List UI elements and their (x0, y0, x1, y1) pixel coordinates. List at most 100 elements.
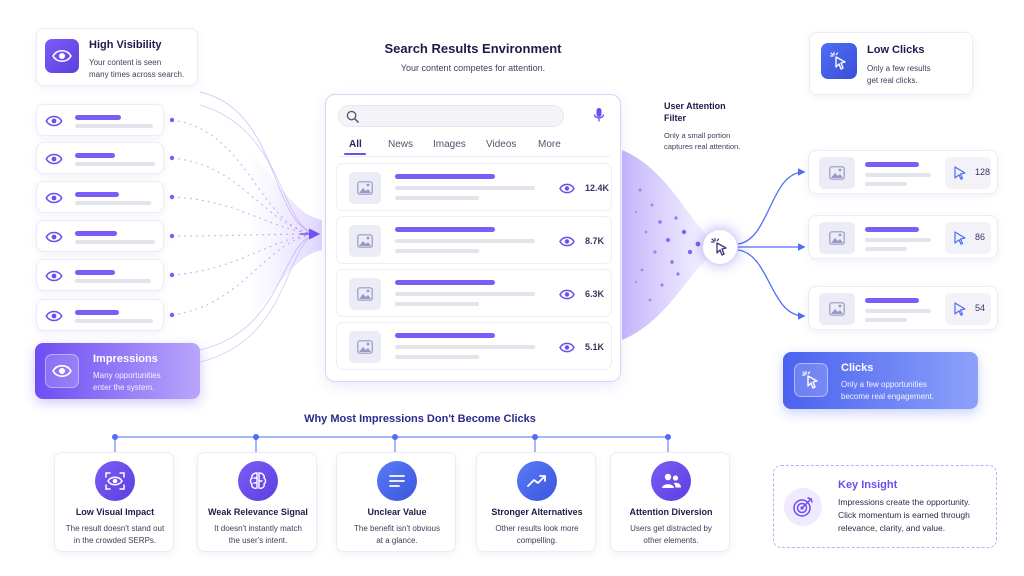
result-desc-bar (865, 173, 931, 177)
eye-icon (559, 342, 575, 353)
eye-icon (45, 192, 63, 204)
click-result-row[interactable]: 54 (808, 286, 998, 330)
row-bar-primary (75, 115, 121, 120)
click-count: 86 (975, 232, 986, 242)
impressions-card: Impressions Many opportunities enter the… (35, 343, 200, 399)
result-views: 8.7K (585, 236, 605, 246)
cursor-click-icon (821, 43, 857, 79)
low-clicks-desc-2: get real clicks. (867, 76, 918, 85)
row-bar-secondary (75, 279, 151, 283)
result-desc-bar (395, 239, 535, 243)
click-result-row[interactable]: 128 (808, 150, 998, 194)
tab-all[interactable]: All (349, 139, 362, 150)
row-bar-secondary (75, 319, 153, 323)
result-title-bar (865, 162, 919, 167)
row-bar-primary (75, 153, 115, 158)
cursor-icon (954, 302, 966, 316)
search-environment-title: Search Results Environment (384, 41, 562, 56)
eye-icon (559, 183, 575, 194)
funnel-particles (634, 188, 701, 302)
impressions-title: Impressions (93, 353, 158, 365)
key-insight-line-2: Click momentum is earned through (838, 510, 970, 520)
eye-icon (559, 289, 575, 300)
result-desc-bar (395, 302, 479, 306)
cursor-click-icon (710, 237, 727, 256)
trend-up-icon (517, 461, 557, 501)
search-environment-subtitle: Your content competes for attention. (400, 63, 546, 73)
reason-card-weak-relevance: Weak Relevance Signal It doesn't instant… (197, 452, 317, 552)
row-dots (169, 117, 175, 318)
reason-desc-1: It doesn't instantly match (214, 524, 302, 533)
attention-filter-title-1: User Attention (664, 101, 726, 111)
key-insight-card: Key Insight Impressions create the oppor… (773, 465, 997, 548)
result-desc-bar (395, 292, 535, 296)
result-title-bar (395, 333, 495, 338)
reason-desc-1: The result doesn't stand out (65, 524, 165, 533)
result-views: 6.3K (585, 289, 605, 299)
click-result-row[interactable]: 86 (808, 215, 998, 259)
impressions-desc-2: enter the system. (93, 383, 155, 392)
reason-desc-1: Other results look more (495, 524, 579, 533)
eye-icon (45, 231, 63, 243)
result-title-bar (395, 227, 495, 232)
image-placeholder-icon (819, 222, 855, 254)
impressions-desc-1: Many opportunities (93, 371, 161, 380)
eye-icon (559, 236, 575, 247)
search-result-row[interactable]: 6.3K (336, 269, 612, 317)
result-desc-bar (395, 345, 535, 349)
reason-card-unclear-value: Unclear Value The benefit isn't obvious … (336, 452, 456, 552)
key-insight-title: Key Insight (838, 479, 898, 491)
search-result-row[interactable]: 12.4K (336, 163, 612, 211)
impression-row (36, 104, 164, 136)
tab-divider (338, 156, 610, 157)
row-bar-primary (75, 310, 119, 315)
clicks-desc-2: become real engagement. (841, 392, 934, 401)
result-desc-bar (865, 247, 907, 251)
tab-news[interactable]: News (388, 139, 414, 150)
microphone-icon[interactable] (593, 107, 605, 123)
clicks-card: Clicks Only a few opportunities become r… (783, 352, 978, 409)
search-input[interactable] (338, 105, 564, 127)
reasons-connector (112, 434, 671, 452)
result-desc-bar (395, 186, 535, 190)
result-desc-bar (395, 355, 479, 359)
key-insight-line-3: relevance, clarity, and value. (838, 523, 946, 533)
result-desc-bar (395, 249, 479, 253)
high-visibility-desc-1: Your content is seen (89, 58, 162, 67)
result-views: 5.1K (585, 342, 605, 352)
high-visibility-card: High Visibility Your content is seen man… (36, 28, 198, 86)
eye-icon (45, 354, 79, 388)
target-icon (784, 488, 822, 526)
cursor-icon (954, 166, 966, 180)
tab-images[interactable]: Images (433, 139, 466, 150)
low-clicks-title: Low Clicks (867, 44, 925, 56)
reason-desc-1: Users get distracted by (630, 524, 712, 533)
search-result-row[interactable]: 5.1K (336, 322, 612, 370)
result-title-bar (395, 280, 495, 285)
impression-row (36, 299, 164, 331)
low-clicks-card: Low Clicks Only a few results get real c… (809, 32, 973, 95)
tab-videos[interactable]: Videos (486, 139, 517, 150)
row-bar-secondary (75, 201, 151, 205)
click-badge: 128 (945, 157, 991, 189)
reason-title: Low Visual Impact (75, 507, 155, 517)
row-bar-primary (75, 192, 119, 197)
attention-filter-desc-1: Only a small portion (664, 131, 731, 140)
eye-icon (45, 39, 79, 73)
search-result-row[interactable]: 8.7K (336, 216, 612, 264)
eye-scan-icon (95, 461, 135, 501)
click-count: 128 (975, 167, 991, 177)
eye-icon (45, 310, 63, 322)
eye-icon (45, 115, 63, 127)
high-visibility-title: High Visibility (89, 39, 162, 51)
search-results-panel: All News Images Videos More 12.4K 8.7K 6… (325, 94, 621, 382)
click-badge: 86 (945, 222, 991, 254)
reason-desc-2: at a glance. (376, 536, 418, 545)
click-count: 54 (975, 303, 986, 313)
reason-title: Weak Relevance Signal (208, 507, 308, 517)
result-title-bar (865, 298, 919, 303)
reason-desc-2: in the crowded SERPs. (73, 536, 157, 545)
tab-more[interactable]: More (538, 139, 561, 150)
cursor-click-icon (794, 363, 828, 397)
